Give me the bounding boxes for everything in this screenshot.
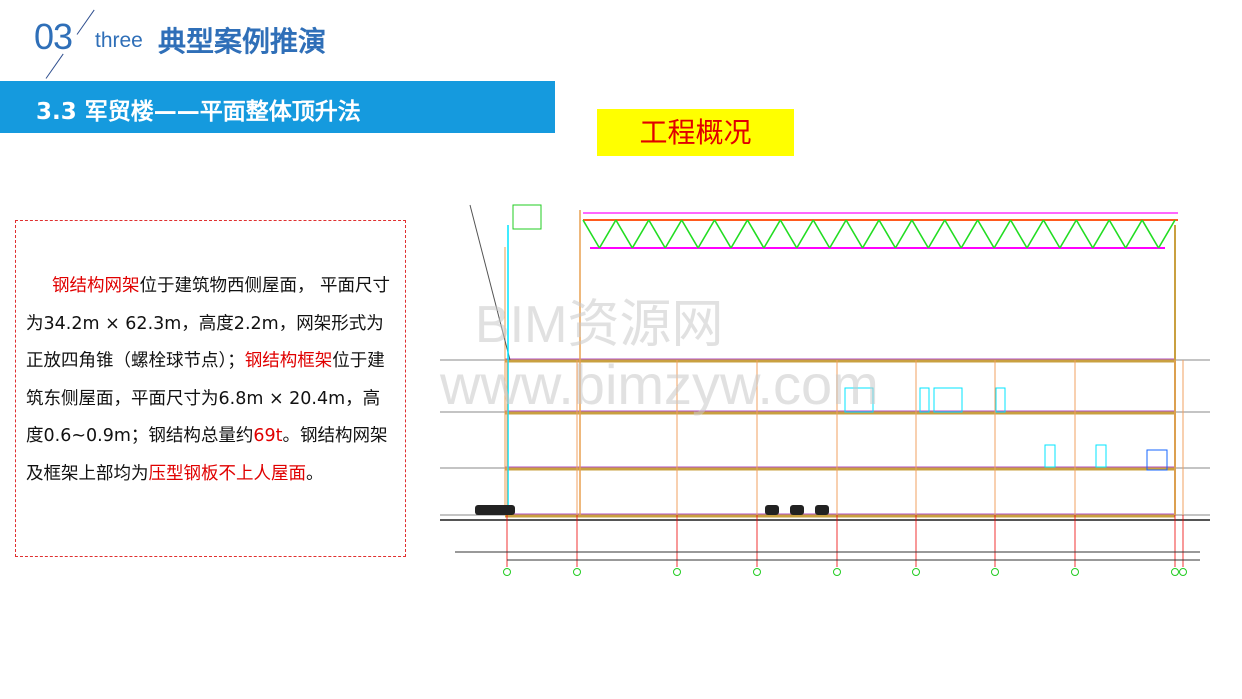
truss-web: [664, 219, 683, 249]
truss-web: [1124, 219, 1143, 249]
truss-web: [1157, 219, 1176, 249]
subsection-title: 3.3 军贸楼——平面整体顶升法: [36, 99, 361, 125]
truss-web: [631, 219, 650, 249]
window: [1095, 444, 1107, 468]
window: [919, 387, 930, 413]
truss-web: [861, 219, 880, 249]
axis-marker: [991, 568, 999, 576]
axis-marker: [673, 568, 681, 576]
divider-slash: [76, 9, 95, 35]
overview-label: 工程概况: [639, 116, 752, 149]
truss-web: [894, 219, 913, 249]
axis-marker: [753, 568, 761, 576]
truss-web: [582, 219, 601, 249]
overview-label-box: 工程概况: [597, 109, 794, 156]
truss-web: [976, 219, 995, 249]
highlight-text: 钢结构框架: [244, 351, 333, 372]
axis-marker: [1071, 568, 1079, 576]
window: [995, 387, 1006, 413]
truss-web: [648, 219, 666, 249]
truss-web: [878, 219, 897, 249]
truss-web: [796, 219, 814, 249]
truss-web: [944, 219, 962, 249]
highlight-text: 钢结构网架: [52, 276, 140, 296]
description-box: [15, 220, 406, 557]
truss-web: [598, 219, 617, 249]
truss-web: [927, 219, 946, 249]
section-number: 03: [34, 16, 73, 57]
body-text: 位于建筑物西侧屋面， 平面尺寸为34.2m × 62.3m，高度2.2m，网架形…: [26, 276, 391, 372]
facade-line: [469, 204, 511, 361]
body-text: 位于建筑东侧屋面，平面尺寸为6.8m × 20.4m，高度0.6~0.9m；钢结…: [26, 351, 385, 447]
section-word: three: [95, 29, 143, 52]
description-text: 钢结构网架位于建筑物西侧屋面， 平面尺寸为34.2m × 62.3m，高度2.2…: [26, 268, 396, 494]
window: [1146, 449, 1168, 471]
axis-marker: [1179, 568, 1187, 576]
truss-web: [680, 219, 699, 249]
truss-web: [746, 219, 765, 249]
roof-equipment: [512, 204, 542, 230]
window: [1044, 444, 1056, 468]
truss-web: [993, 219, 1012, 249]
subsection-banner: 3.3 军贸楼——平面整体顶升法: [0, 81, 555, 133]
car-icon: [790, 505, 804, 515]
window: [844, 387, 874, 413]
truss-web: [1009, 219, 1028, 249]
section-title: 典型案例推演: [158, 25, 327, 58]
truss-web: [1092, 219, 1110, 249]
truss-web: [828, 219, 847, 249]
truss-web: [697, 219, 716, 249]
highlight-text: 69t: [253, 426, 283, 447]
truss-web: [845, 219, 864, 249]
truss-web: [615, 219, 634, 249]
truss-web: [1026, 219, 1045, 249]
axis-marker: [1171, 568, 1179, 576]
car-icon: [815, 505, 829, 515]
car-icon: [475, 505, 515, 515]
truss-web: [1059, 219, 1078, 249]
truss-web: [911, 219, 930, 249]
truss-web: [1075, 219, 1094, 249]
truss-web: [812, 219, 831, 249]
truss-web: [960, 219, 979, 249]
truss-web: [1108, 219, 1127, 249]
truss-web: [730, 219, 749, 249]
car-icon: [765, 505, 779, 515]
window: [933, 387, 963, 413]
truss-web: [779, 219, 798, 249]
truss-web: [1141, 219, 1160, 249]
axis-marker: [912, 568, 920, 576]
body-text: 。钢结构网架及框架上部均为: [26, 426, 388, 484]
body-text: 。: [306, 463, 324, 484]
axis-marker: [503, 568, 511, 576]
axis-marker: [833, 568, 841, 576]
truss-web: [713, 219, 732, 249]
building-section-drawing: [440, 204, 1210, 576]
highlight-text: 压型钢板不上人屋面: [148, 463, 307, 484]
truss-web: [763, 219, 782, 249]
axis-marker: [573, 568, 581, 576]
truss-web: [1042, 219, 1061, 249]
